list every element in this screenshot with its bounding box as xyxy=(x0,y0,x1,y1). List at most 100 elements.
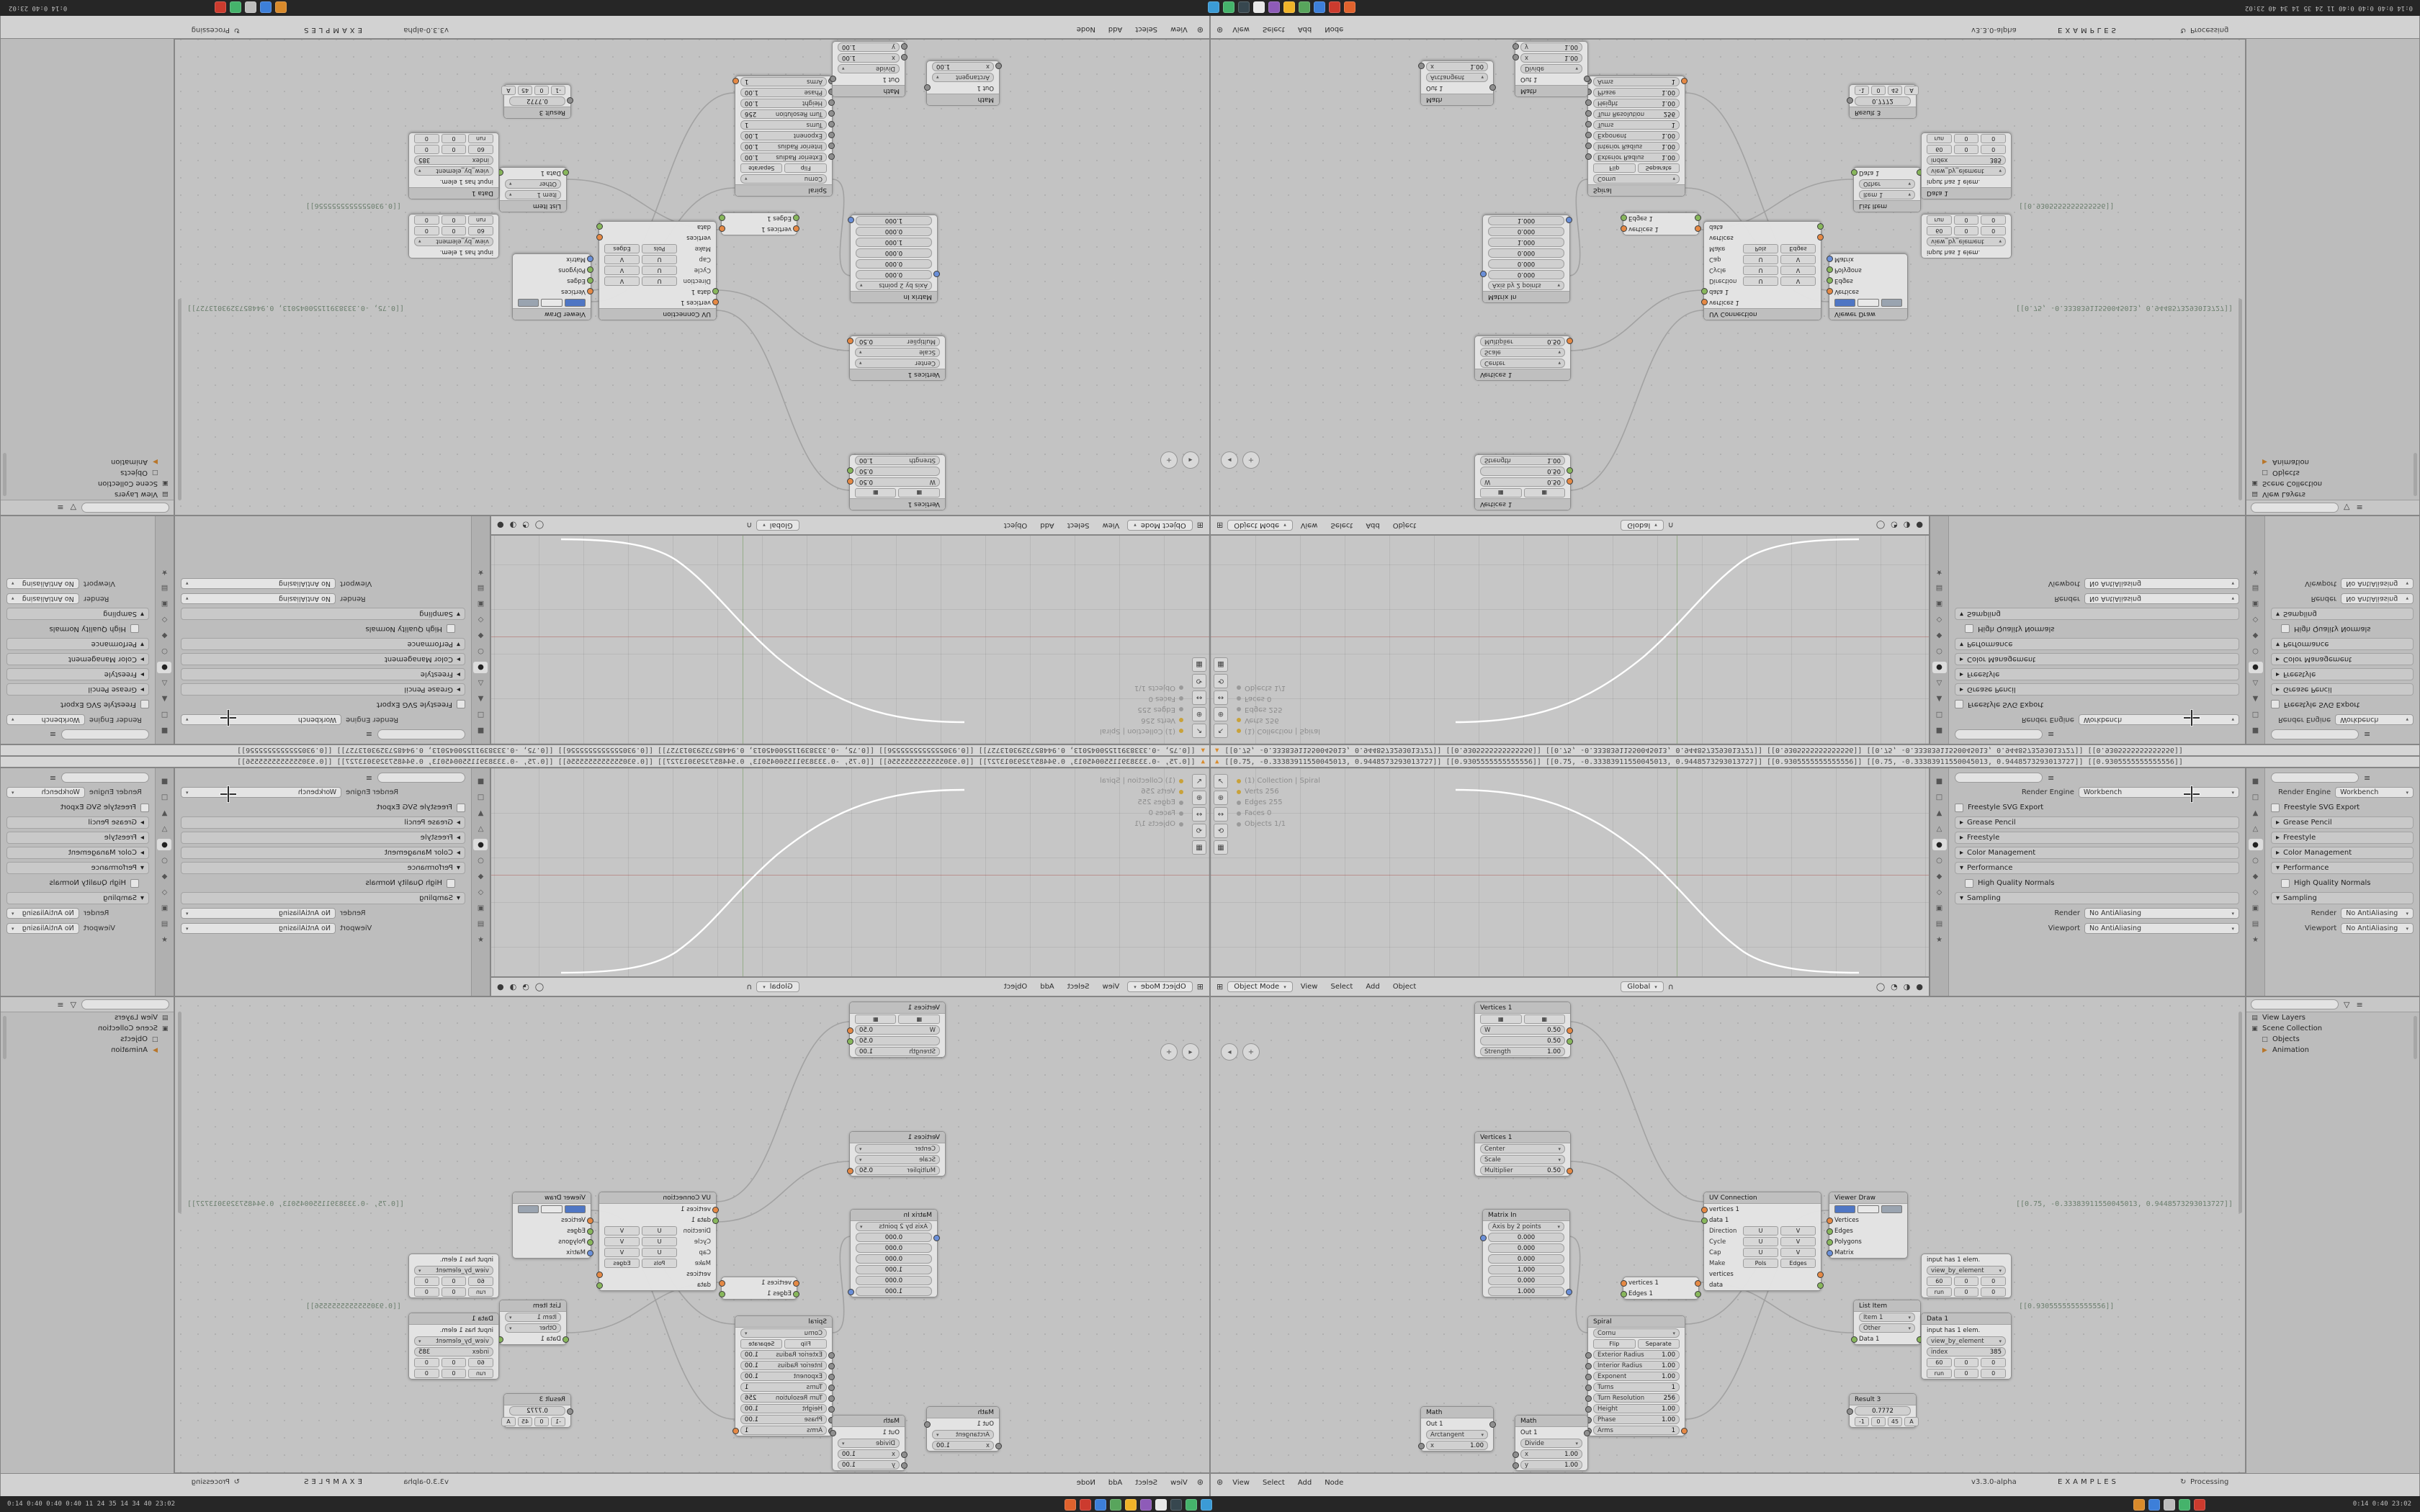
dropdown[interactable]: Divide▾ xyxy=(838,1439,900,1448)
input-socket[interactable] xyxy=(828,1395,835,1402)
value-field[interactable]: 0.7772 xyxy=(1855,1406,1911,1416)
node-editor-scrollbar[interactable] xyxy=(178,299,182,500)
property-value-dropdown[interactable]: No AntiAliasing▾ xyxy=(181,908,336,919)
panel-section-header[interactable]: ▸Grease Pencil xyxy=(181,683,465,696)
property-value-dropdown[interactable]: No AntiAliasing▾ xyxy=(6,593,79,604)
dropdown[interactable]: Other▾ xyxy=(1859,179,1915,189)
dropdown[interactable]: Scale▾ xyxy=(1480,1155,1565,1164)
properties-tab[interactable]: ● xyxy=(157,662,172,673)
panel-section-header[interactable]: ▸Grease Pencil xyxy=(6,816,149,829)
viewport-menu-add[interactable]: Add xyxy=(1040,983,1054,991)
viewport-menu-object[interactable]: Object xyxy=(1003,521,1028,529)
output-socket[interactable] xyxy=(847,1038,853,1045)
outliner-item[interactable]: ▤View Layers xyxy=(2246,489,2419,500)
node-button[interactable]: Pols xyxy=(642,1259,677,1268)
viewport-menu-view[interactable]: View xyxy=(1102,983,1120,991)
value-field[interactable]: 0.000 xyxy=(856,248,932,258)
output-socket[interactable] xyxy=(719,1291,725,1297)
node-button[interactable]: 0 xyxy=(1981,226,2007,235)
properties-tab[interactable]: □ xyxy=(2251,711,2259,719)
properties-tab[interactable]: ★ xyxy=(161,568,168,577)
properties-tab[interactable]: ● xyxy=(1932,662,1947,673)
node-button[interactable]: -1 xyxy=(1855,86,1869,95)
node-menu-view[interactable]: View xyxy=(1232,25,1250,33)
properties-tab[interactable]: ■ xyxy=(1935,777,1943,786)
value-field[interactable]: 0.7772 xyxy=(1855,96,1911,106)
node-title[interactable]: Math xyxy=(1515,1416,1587,1427)
orientation-dropdown[interactable]: Global▾ xyxy=(756,520,799,531)
output-socket[interactable] xyxy=(830,76,836,82)
dropdown[interactable]: Arctangent▾ xyxy=(932,1430,994,1439)
properties-tab[interactable]: ○ xyxy=(161,647,168,656)
node-button[interactable]: Separate xyxy=(740,1339,783,1349)
input-socket[interactable] xyxy=(828,1406,835,1413)
outliner-item[interactable]: ▶Animation xyxy=(1,1045,174,1056)
properties-tab[interactable]: △ xyxy=(478,824,484,833)
input-socket[interactable] xyxy=(1480,271,1487,277)
node-menu-add[interactable]: Add xyxy=(1297,25,1312,33)
value-field[interactable]: 1.000 xyxy=(856,1287,932,1296)
outliner-item[interactable]: □Objects xyxy=(2246,467,2419,478)
node-title[interactable]: Vertices 1 xyxy=(1475,498,1570,510)
input-socket[interactable] xyxy=(793,215,799,221)
node-button[interactable]: A xyxy=(501,86,516,95)
properties-tab[interactable]: ● xyxy=(473,839,488,850)
properties-tab[interactable]: ★ xyxy=(161,935,168,944)
color-swatch[interactable] xyxy=(541,299,563,307)
dropdown[interactable]: Item 1▾ xyxy=(1859,190,1915,199)
properties-tab[interactable]: □ xyxy=(161,711,169,719)
output-socket[interactable] xyxy=(1695,1291,1701,1297)
properties-tab[interactable]: ◆ xyxy=(478,631,484,640)
viewport-tool-icon[interactable]: ⟲ xyxy=(1214,824,1228,838)
properties-tab[interactable]: ▲ xyxy=(2252,695,2259,703)
dropdown[interactable]: Divide▾ xyxy=(838,64,900,73)
properties-tab[interactable]: ◆ xyxy=(161,872,168,881)
input-socket[interactable] xyxy=(1827,288,1833,294)
canvas-overlay-button[interactable]: ◂ xyxy=(1221,451,1238,469)
checkbox[interactable] xyxy=(130,878,139,888)
tray-icon[interactable] xyxy=(275,1,287,13)
node-button[interactable]: ▦ xyxy=(855,1014,897,1024)
panel-section-header[interactable]: ▾Performance xyxy=(6,862,149,874)
search-input[interactable] xyxy=(377,729,465,739)
dropdown[interactable]: Axis by 2 points▾ xyxy=(1488,281,1564,290)
node-button[interactable]: 60 xyxy=(468,1358,493,1367)
app-icon[interactable] xyxy=(1080,1499,1091,1511)
canvas-overlay-button[interactable]: ◂ xyxy=(1221,1043,1238,1061)
node-button[interactable]: 0 xyxy=(441,1277,467,1286)
node-title[interactable]: Math xyxy=(1421,1407,1493,1418)
dropdown[interactable]: Center▾ xyxy=(1480,359,1565,368)
property-value-dropdown[interactable]: No AntiAliasing▾ xyxy=(181,923,336,934)
node-button[interactable]: A xyxy=(1904,86,1919,95)
node-button[interactable]: Flip xyxy=(784,1339,827,1349)
node-title[interactable]: Data 1 xyxy=(1922,187,2011,199)
viewport-menu-select[interactable]: Select xyxy=(1067,983,1090,991)
outliner-filter-icon[interactable]: ≡ xyxy=(57,503,64,513)
tray-icon[interactable] xyxy=(230,1,241,13)
node-button[interactable]: V xyxy=(1780,1237,1816,1246)
input-socket[interactable] xyxy=(1418,1443,1425,1449)
property-value-dropdown[interactable]: No AntiAliasing▾ xyxy=(2084,908,2239,919)
output-socket[interactable] xyxy=(1567,1038,1573,1045)
node-button[interactable]: V xyxy=(604,1237,640,1246)
properties-tab[interactable]: ▲ xyxy=(478,695,484,703)
app-icon[interactable] xyxy=(1095,1499,1106,1511)
color-swatch[interactable] xyxy=(564,299,586,307)
input-socket[interactable] xyxy=(1701,1207,1708,1213)
color-swatch[interactable] xyxy=(518,1205,539,1213)
node-title[interactable]: Math xyxy=(927,94,999,105)
viewport-tool-icon[interactable]: ↔ xyxy=(1192,690,1206,705)
node-title[interactable]: Matrix In xyxy=(1483,1210,1569,1221)
input-socket[interactable] xyxy=(563,1336,569,1343)
tray-icon[interactable] xyxy=(2194,1499,2205,1511)
